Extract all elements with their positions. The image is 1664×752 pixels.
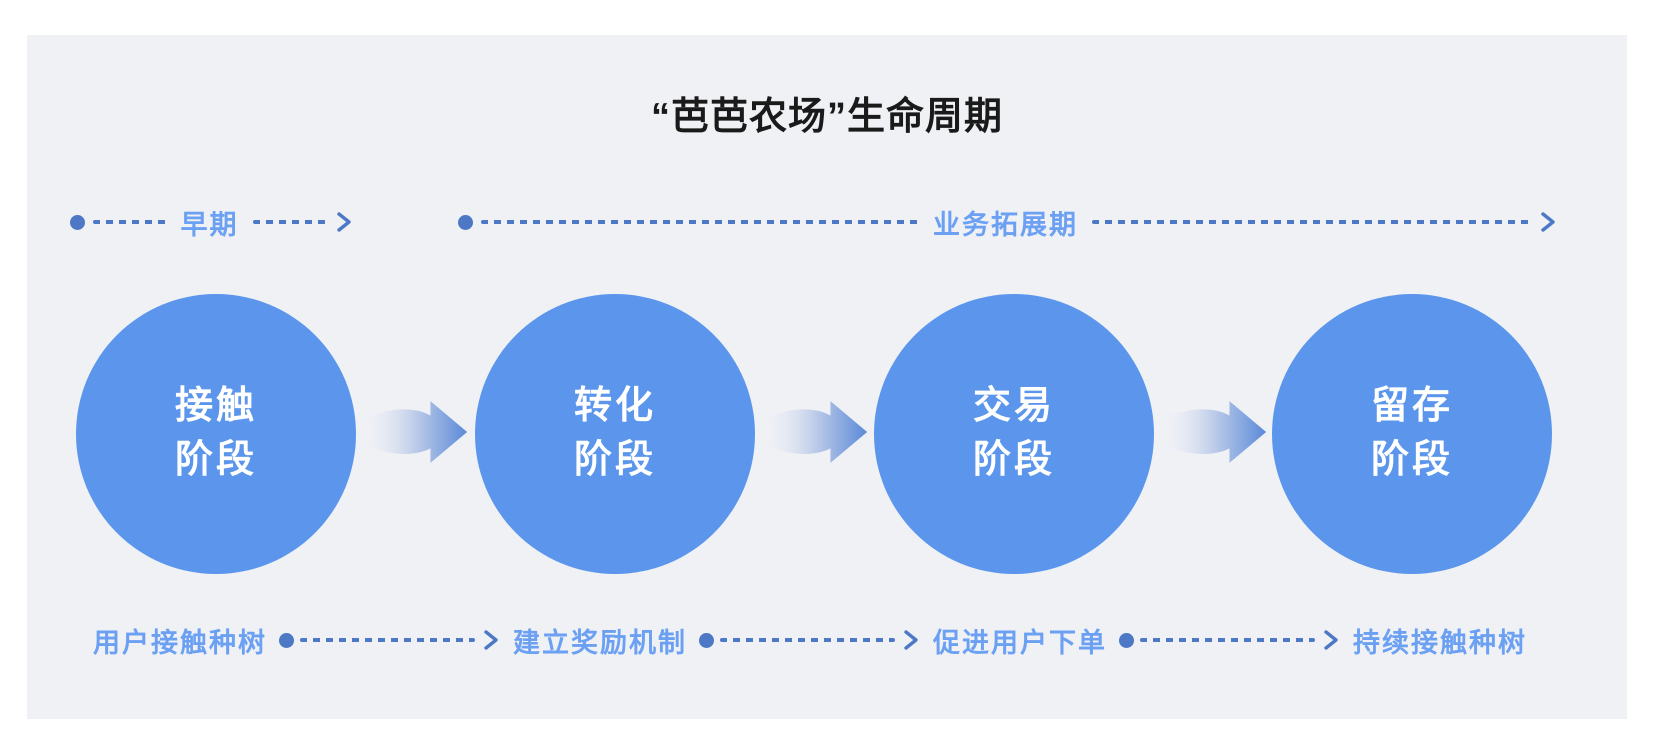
- dashed-line: [93, 220, 167, 224]
- flow-arrow-icon: [763, 401, 868, 463]
- arrow-right-icon: [484, 630, 498, 650]
- stage-name-line: 转化: [573, 385, 656, 428]
- stage-circle-transaction: 交易 阶段: [874, 294, 1154, 574]
- stage-circle-contact: 接触 阶段: [76, 294, 356, 574]
- stage-name-line: 接触: [174, 385, 257, 428]
- dashed-line: [1092, 220, 1530, 224]
- stage-name-line: 留存: [1370, 385, 1453, 428]
- timeline-dot-icon: [279, 632, 294, 648]
- bottom-connector: [279, 628, 501, 652]
- bottom-label-contact: 用户接触种树: [93, 627, 267, 658]
- bottom-action-row: 用户接触种树 建立奖励机制 促进用户下单: [93, 620, 1527, 660]
- timeline-early-label: 早期: [180, 209, 239, 240]
- stage-name-line: 阶段: [174, 439, 257, 481]
- timeline-expansion-phase: 业务拓展期: [458, 206, 1558, 240]
- dashed-line: [481, 220, 919, 224]
- arrow-right-icon: [1324, 630, 1338, 650]
- flow-arrow-icon: [1162, 401, 1267, 463]
- diagram-card: “芭芭农场”生命周期 早期 业务拓展期 接触 阶段 转化: [27, 35, 1627, 719]
- dashed-line: [252, 220, 326, 224]
- stage-name-line: 阶段: [573, 439, 656, 481]
- arrow-right-icon: [337, 212, 351, 232]
- bottom-connector: [699, 628, 921, 652]
- timeline-expansion-label: 业务拓展期: [933, 209, 1078, 240]
- timeline-dot-icon: [458, 214, 473, 230]
- stage-name-line: 交易: [972, 385, 1055, 428]
- bottom-label-retention: 持续接触种树: [1353, 627, 1527, 658]
- timeline-dot-icon: [699, 632, 714, 648]
- timeline-dot-icon: [70, 214, 85, 230]
- bottom-connector: [1119, 628, 1341, 652]
- bottom-label-conversion: 建立奖励机制: [513, 627, 687, 658]
- timeline-early-phase: 早期: [70, 206, 354, 240]
- arrow-right-icon: [1541, 212, 1555, 232]
- flow-arrow-icon: [363, 401, 468, 463]
- stage-circle-conversion: 转化 阶段: [475, 294, 755, 574]
- stage-circle-retention: 留存 阶段: [1272, 294, 1552, 574]
- timeline-dot-icon: [1119, 632, 1134, 648]
- stage-name-line: 阶段: [1370, 439, 1453, 481]
- arrow-right-icon: [904, 630, 918, 650]
- dashed-line: [300, 638, 475, 642]
- stage-name-line: 阶段: [972, 439, 1055, 481]
- diagram-title: “芭芭农场”生命周期: [650, 96, 1003, 138]
- dashed-line: [1140, 638, 1315, 642]
- dashed-line: [720, 638, 895, 642]
- bottom-label-transaction: 促进用户下单: [933, 627, 1107, 658]
